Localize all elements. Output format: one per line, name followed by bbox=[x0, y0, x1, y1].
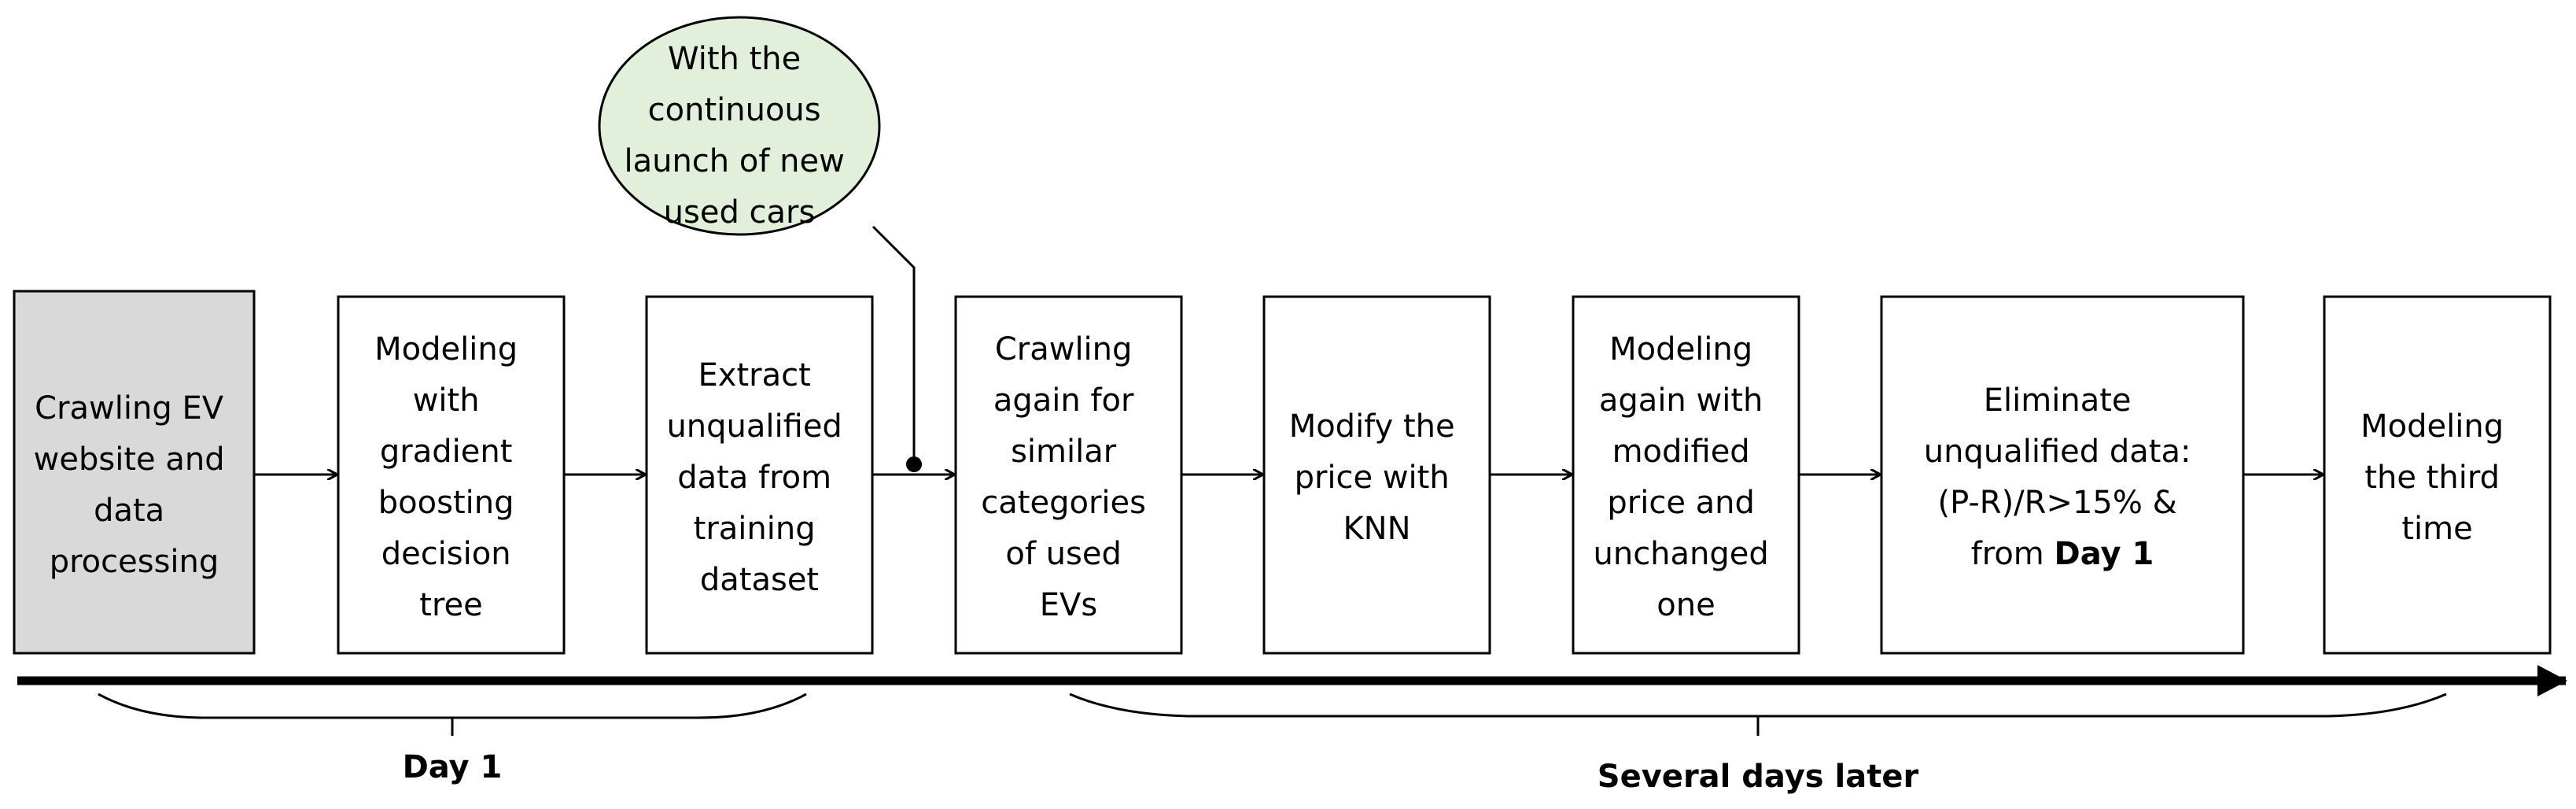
step-box-8-frame bbox=[2323, 295, 2552, 655]
step-box-7-last-line-plain: from bbox=[1971, 536, 2055, 572]
timeline: Day 1 Several days later bbox=[17, 665, 2567, 795]
step-box-3: Extract unqualified data from training d… bbox=[645, 295, 874, 655]
later-label: Several days later bbox=[1598, 759, 1919, 795]
step-box-7-text: Eliminate unqualified data: (P-R)/R>15% … bbox=[1924, 382, 2201, 572]
later-brace bbox=[1069, 693, 2447, 718]
step-box-2-frame bbox=[337, 295, 566, 655]
step-box-6-text: Modeling again with modified price and u… bbox=[1593, 331, 1778, 623]
step-box-4: Crawling again for similar categories of… bbox=[954, 295, 1183, 655]
step-box-7-last-line-bold: Day 1 bbox=[2055, 536, 2154, 572]
step-box-2: Modeling with gradient boosting decision… bbox=[337, 295, 566, 655]
step-box-8: Modeling the third time bbox=[2323, 295, 2552, 655]
callout-ellipse bbox=[598, 16, 881, 236]
step-box-7: Eliminate unqualified data: (P-R)/R>15% … bbox=[1880, 295, 2245, 655]
callout-leader-line bbox=[872, 225, 916, 464]
callout-anchor-dot bbox=[906, 456, 922, 472]
step-box-2-text: Modeling with gradient boosting decision… bbox=[374, 331, 528, 623]
step-box-3-text: Extract unqualified data from training d… bbox=[666, 357, 852, 598]
step-box-1-text: Crawling EV website and data processing bbox=[34, 390, 235, 580]
step-box-1: Crawling EV website and data processing bbox=[13, 290, 256, 655]
step-box-7-last-line: from Day 1 bbox=[1971, 536, 2154, 572]
callout-bubble: With the continuous launch of new used c… bbox=[598, 16, 922, 472]
step-box-5-text: Modify the price with KNN bbox=[1289, 408, 1465, 547]
step-box-4-text: Crawling again for similar categories of… bbox=[981, 331, 1155, 623]
step-box-5: Modify the price with KNN bbox=[1262, 295, 1491, 655]
step-box-4-frame bbox=[954, 295, 1183, 655]
day1-brace bbox=[98, 693, 807, 719]
step-box-5-frame bbox=[1262, 295, 1491, 655]
step-box-7-frame bbox=[1880, 295, 2245, 655]
step-box-8-text: Modeling the third time bbox=[2360, 408, 2514, 547]
callout-text: With the continuous launch of new used c… bbox=[624, 41, 854, 231]
step-box-3-frame bbox=[645, 295, 874, 655]
step-box-1-frame bbox=[13, 290, 256, 655]
day1-label: Day 1 bbox=[403, 749, 503, 785]
step-box-6-frame bbox=[1572, 295, 1800, 655]
step-box-6: Modeling again with modified price and u… bbox=[1572, 295, 1800, 655]
